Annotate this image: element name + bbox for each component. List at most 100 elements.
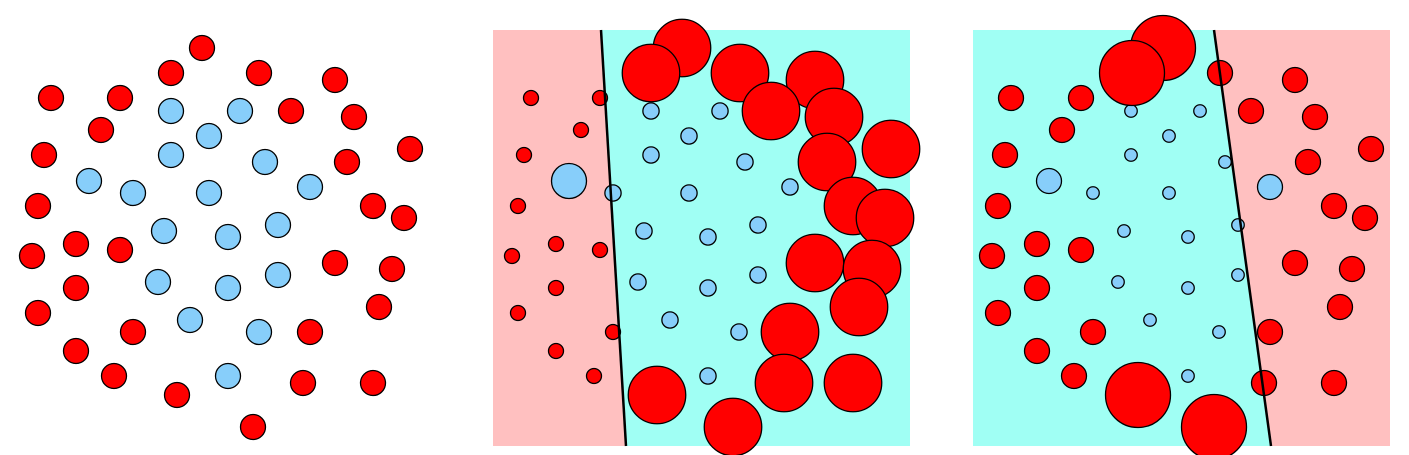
red-point	[390, 204, 418, 232]
blue-point	[1181, 281, 1195, 295]
red-point	[378, 255, 406, 283]
blue-point	[1212, 325, 1226, 339]
red-point	[100, 362, 128, 390]
red-point	[396, 135, 424, 163]
red-point	[754, 353, 814, 413]
red-point	[1079, 318, 1107, 346]
blue-point	[1124, 104, 1138, 118]
red-point	[1326, 293, 1354, 321]
blue-point	[1117, 224, 1131, 238]
red-point	[163, 381, 191, 409]
blue-point	[264, 261, 292, 289]
red-point	[1320, 192, 1348, 220]
blue-point	[736, 153, 754, 171]
red-point	[1104, 361, 1172, 429]
red-point	[1180, 393, 1248, 455]
red-point	[333, 148, 361, 176]
red-point	[62, 337, 90, 365]
red-point	[621, 43, 681, 103]
blue-point	[699, 228, 717, 246]
blue-point	[195, 179, 223, 207]
blue-point	[1162, 186, 1176, 200]
blue-point	[150, 217, 178, 245]
blue-point	[1124, 148, 1138, 162]
red-point	[1357, 135, 1385, 163]
blue-point	[264, 211, 292, 239]
red-point	[1281, 66, 1309, 94]
red-point	[1060, 362, 1088, 390]
red-point	[62, 230, 90, 258]
red-point	[1098, 39, 1166, 107]
red-point	[585, 367, 603, 385]
blue-point	[296, 173, 324, 201]
panel-3-weighted-classifier	[973, 14, 1390, 455]
red-point	[591, 241, 609, 259]
red-point	[18, 242, 46, 270]
blue-point	[1162, 129, 1176, 143]
blue-point	[635, 222, 653, 240]
blue-point	[157, 97, 185, 125]
red-point	[277, 97, 305, 125]
blue-point	[1035, 167, 1063, 195]
blue-point	[680, 184, 698, 202]
red-point	[522, 89, 540, 107]
blue-point	[730, 323, 748, 341]
blue-point	[550, 162, 588, 200]
red-point	[340, 103, 368, 131]
red-point	[321, 66, 349, 94]
blue-point	[699, 367, 717, 385]
red-point	[1301, 103, 1329, 131]
red-point	[797, 132, 857, 192]
red-point	[604, 323, 622, 341]
blue-point	[119, 179, 147, 207]
blue-point	[251, 148, 279, 176]
red-point	[24, 299, 52, 327]
red-point	[1023, 274, 1051, 302]
red-point	[1281, 249, 1309, 277]
red-point	[359, 369, 387, 397]
red-point	[503, 247, 521, 265]
blue-point	[1181, 230, 1195, 244]
red-point	[547, 342, 565, 360]
red-point	[1067, 84, 1095, 112]
decision-boundary-line	[599, 29, 628, 447]
red-point	[991, 141, 1019, 169]
red-point	[1256, 318, 1284, 346]
red-point	[1237, 97, 1265, 125]
red-point	[296, 318, 324, 346]
blue-point	[642, 146, 660, 164]
decision-region-left	[973, 30, 1271, 446]
blue-point	[1143, 313, 1157, 327]
red-point	[1338, 255, 1366, 283]
red-point	[1023, 337, 1051, 365]
red-point	[24, 192, 52, 220]
blue-point	[195, 122, 223, 150]
blue-point	[226, 97, 254, 125]
red-point	[547, 279, 565, 297]
blue-point	[749, 266, 767, 284]
red-point	[572, 121, 590, 139]
blue-point	[642, 102, 660, 120]
blue-point	[144, 268, 172, 296]
red-point	[829, 277, 889, 337]
red-point	[359, 192, 387, 220]
blue-point	[214, 362, 242, 390]
blue-point	[1111, 275, 1125, 289]
red-point	[855, 188, 915, 248]
decision-boundary-line	[1212, 29, 1273, 447]
blue-point	[176, 306, 204, 334]
blue-point	[1231, 268, 1245, 282]
red-point	[984, 192, 1012, 220]
blue-point	[680, 127, 698, 145]
red-point	[703, 397, 763, 455]
red-point	[30, 141, 58, 169]
red-point	[785, 233, 845, 293]
red-point	[760, 302, 820, 362]
blue-point	[1218, 155, 1232, 169]
red-point	[823, 353, 883, 413]
red-point	[741, 81, 801, 141]
red-point	[239, 413, 267, 441]
blue-point	[1086, 186, 1100, 200]
blue-point	[157, 141, 185, 169]
